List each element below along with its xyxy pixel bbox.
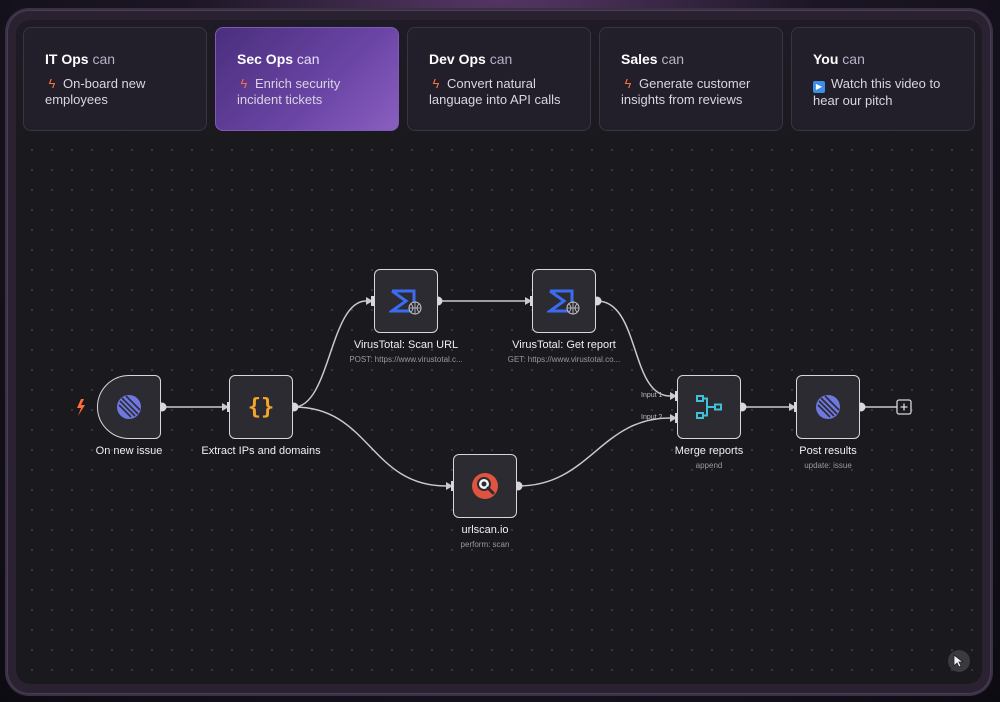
arrowhead bbox=[446, 482, 453, 490]
input-1-label: Input 1 bbox=[641, 392, 663, 399]
urlscan-icon bbox=[472, 473, 498, 499]
linear-icon bbox=[117, 395, 141, 419]
node-label: Merge reports bbox=[674, 445, 744, 457]
tab-team: Dev Ops bbox=[429, 51, 486, 67]
input-port bbox=[675, 413, 678, 423]
tab-description: Convert natural language into API calls bbox=[429, 76, 561, 107]
wire-urlscan-merge bbox=[517, 417, 671, 487]
tab-suffix: can bbox=[296, 51, 320, 67]
tab-team: You bbox=[813, 51, 839, 67]
arrowhead bbox=[366, 297, 373, 305]
input-port bbox=[371, 296, 374, 306]
node-post-results[interactable] bbox=[796, 375, 860, 439]
linear-icon bbox=[816, 395, 840, 419]
wire-extract-vtscan bbox=[293, 300, 367, 408]
input-port bbox=[794, 402, 797, 412]
virustotal-icon bbox=[389, 289, 422, 315]
arrowhead bbox=[222, 403, 229, 411]
node-urlscan[interactable] bbox=[453, 454, 517, 518]
input-2-label: Input 2 bbox=[641, 414, 663, 421]
tab-you[interactable]: You can ▶Watch this video to hear our pi… bbox=[791, 27, 975, 131]
node-sublabel: POST: https://www.virustotal.c... bbox=[349, 355, 463, 364]
tab-description: On-board new employees bbox=[45, 76, 146, 107]
cursor-icon bbox=[953, 654, 965, 668]
input-port bbox=[530, 296, 533, 306]
tab-team: Sales bbox=[621, 51, 658, 67]
trigger-bolt-icon bbox=[77, 399, 85, 416]
arrowhead bbox=[525, 297, 532, 305]
node-label: Post results bbox=[799, 445, 857, 457]
tab-description: Generate customer insights from reviews bbox=[621, 76, 751, 107]
node-sublabel: update: issue bbox=[804, 461, 852, 470]
tab-suffix: can bbox=[92, 51, 116, 67]
bolt-icon: ϟ bbox=[48, 76, 56, 91]
input-port bbox=[227, 402, 230, 412]
tab-suffix: can bbox=[489, 51, 513, 67]
plus-icon bbox=[900, 403, 908, 411]
node-on-new-issue[interactable] bbox=[97, 375, 161, 439]
node-sublabel: GET: https://www.virustotal.co... bbox=[507, 355, 621, 364]
merge-icon bbox=[696, 395, 722, 419]
bolt-icon: ϟ bbox=[624, 76, 632, 91]
cursor-mode-button[interactable] bbox=[948, 650, 970, 672]
input-port bbox=[675, 391, 678, 401]
tab-team: IT Ops bbox=[45, 51, 89, 67]
node-sublabel: perform: scan bbox=[460, 540, 510, 549]
play-icon: ▶ bbox=[813, 81, 825, 93]
node-label: On new issue bbox=[95, 445, 163, 457]
node-sublabel: append bbox=[695, 461, 723, 470]
arrowhead bbox=[670, 414, 677, 422]
node-virustotal-report[interactable] bbox=[532, 269, 596, 333]
tab-team: Sec Ops bbox=[237, 51, 294, 67]
input-port bbox=[451, 481, 454, 491]
wire-extract-urlscan bbox=[293, 406, 447, 487]
virustotal-icon bbox=[547, 289, 580, 315]
node-merge-reports[interactable] bbox=[677, 375, 741, 439]
node-extract-ips[interactable]: {} bbox=[229, 375, 293, 439]
code-braces-icon: {} bbox=[247, 394, 275, 420]
node-virustotal-scan[interactable] bbox=[374, 269, 438, 333]
tab-description: Enrich security incident tickets bbox=[237, 76, 341, 107]
tab-suffix: can bbox=[842, 51, 865, 67]
node-label: VirusTotal: Scan URL bbox=[353, 339, 459, 351]
arrowhead bbox=[789, 403, 796, 411]
arrowhead bbox=[670, 392, 677, 400]
node-label: urlscan.io bbox=[461, 524, 509, 536]
wire-vtreport-merge bbox=[596, 300, 671, 397]
node-label: Extract IPs and domains bbox=[201, 445, 321, 457]
node-label: VirusTotal: Get report bbox=[512, 339, 616, 351]
tab-suffix: can bbox=[661, 51, 685, 67]
bolt-icon: ϟ bbox=[240, 76, 248, 91]
tab-description: Watch this video to hear our pitch bbox=[813, 76, 941, 108]
bolt-icon: ϟ bbox=[432, 76, 440, 91]
